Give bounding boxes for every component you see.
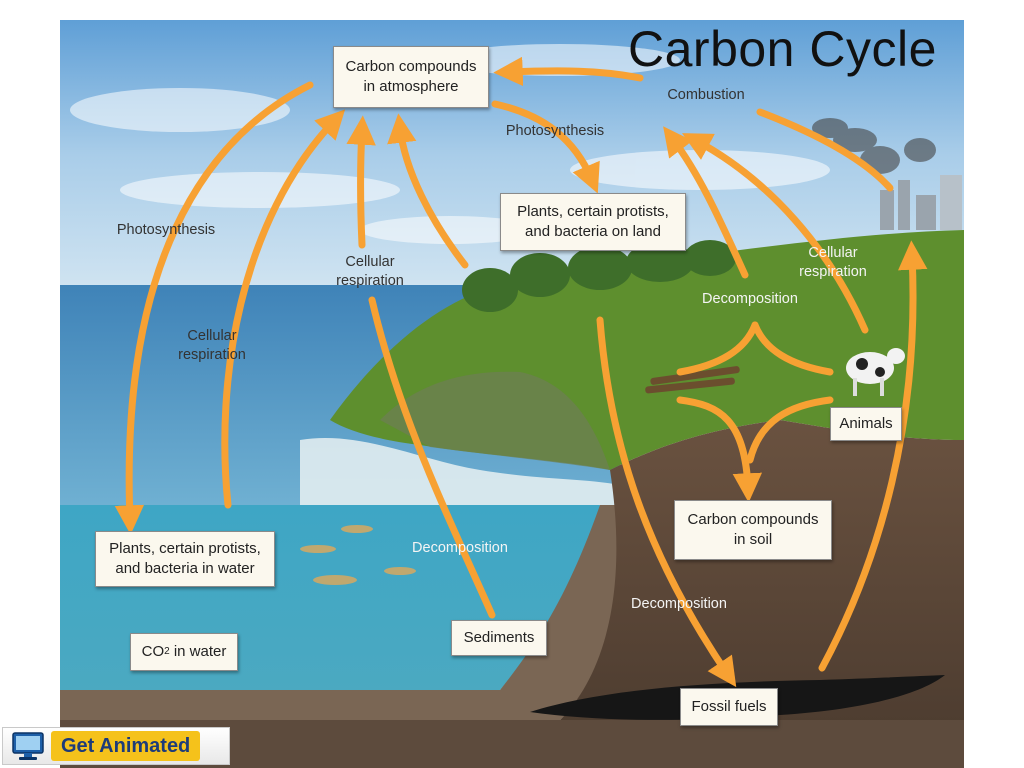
- box-animals: Animals: [830, 407, 902, 441]
- fish: [300, 525, 416, 585]
- box-text: in water: [169, 643, 227, 660]
- arrow-fossil-combustion: [818, 240, 928, 672]
- box-line: Carbon compounds: [687, 511, 819, 528]
- box-line: in soil: [733, 531, 773, 548]
- arrow-decomposition-sediments: [368, 296, 496, 619]
- cycle-arrows: [114, 56, 928, 688]
- arrow-respiration-animals: [682, 133, 869, 334]
- surf: [300, 437, 620, 505]
- box-text: CO: [141, 643, 165, 660]
- label-decomposition-land: Decomposition: [702, 291, 798, 307]
- label-respiration-center: Cellular respiration: [326, 253, 414, 291]
- box-line: Plants, certain protists,: [517, 203, 669, 220]
- arrow-combustion-upper: [493, 56, 644, 87]
- box-plants-water: Plants, certain protists, and bacteria i…: [95, 531, 275, 587]
- label-respiration-right: Cellular respiration: [790, 244, 876, 282]
- label-photosynthesis-top: Photosynthesis: [505, 123, 605, 139]
- label-photosynthesis-left: Photosynthesis: [116, 222, 216, 238]
- label-line: Cellular: [187, 328, 237, 344]
- box-line: Carbon compounds: [345, 58, 477, 75]
- arrow-respiration-center: [346, 115, 376, 249]
- box-carbon-atmosphere: Carbon compounds in atmosphere: [333, 46, 489, 108]
- factory: [880, 175, 962, 230]
- label-line: Cellular: [808, 245, 858, 261]
- arrow-soil-from-logs: [676, 396, 763, 503]
- arrow-respiration-water: [221, 109, 346, 509]
- label-combustion: Combustion: [667, 87, 745, 103]
- label-line: respiration: [336, 273, 404, 289]
- cliff-rock: [380, 371, 610, 470]
- smoke: [812, 118, 936, 174]
- label-line: respiration: [178, 347, 246, 363]
- box-line: Sediments: [463, 629, 535, 646]
- label-line: respiration: [799, 264, 867, 280]
- arrow-combustion-lower: [756, 108, 894, 192]
- box-line: Animals: [839, 415, 893, 432]
- box-line: and bacteria in water: [115, 560, 255, 577]
- label-respiration-left: Cellular respiration: [168, 327, 256, 365]
- box-line: Fossil fuels: [691, 698, 767, 715]
- label-line: Cellular: [345, 254, 395, 270]
- clouds: [70, 44, 830, 244]
- box-fossil-fuels: Fossil fuels: [680, 688, 778, 726]
- box-subscript: 2: [164, 646, 170, 657]
- arrow-soil-from-animals: [746, 396, 834, 464]
- label-decomposition-soil: Decomposition: [631, 596, 727, 612]
- trees: [462, 240, 736, 312]
- box-sediments: Sediments: [451, 620, 547, 656]
- label-decomposition-water: Decomposition: [412, 540, 508, 556]
- get-animated-label: Get Animated: [51, 731, 201, 761]
- arrow-decomp-left: [676, 321, 759, 376]
- arrow-respiration-land: [387, 113, 469, 269]
- arrow-photosynthesis-land: [491, 100, 600, 194]
- box-plants-land: Plants, certain protists, and bacteria o…: [500, 193, 686, 251]
- logs: [645, 366, 740, 394]
- arrow-decomposition-land: [663, 126, 749, 279]
- arrow-decomp-right: [751, 321, 834, 376]
- box-line: Plants, certain protists,: [109, 540, 261, 557]
- get-animated-button[interactable]: Get Animated: [2, 727, 230, 765]
- box-line: and bacteria on land: [525, 223, 661, 240]
- seafloor: [60, 505, 640, 720]
- box-line: in atmosphere: [363, 78, 459, 95]
- computer-icon: [9, 730, 47, 762]
- page-title: Carbon Cycle: [628, 21, 937, 77]
- cow: [846, 348, 905, 396]
- arrow-fossil: [596, 316, 737, 688]
- arrow-photosynthesis-water: [114, 81, 314, 535]
- box-soil: Carbon compounds in soil: [674, 500, 832, 560]
